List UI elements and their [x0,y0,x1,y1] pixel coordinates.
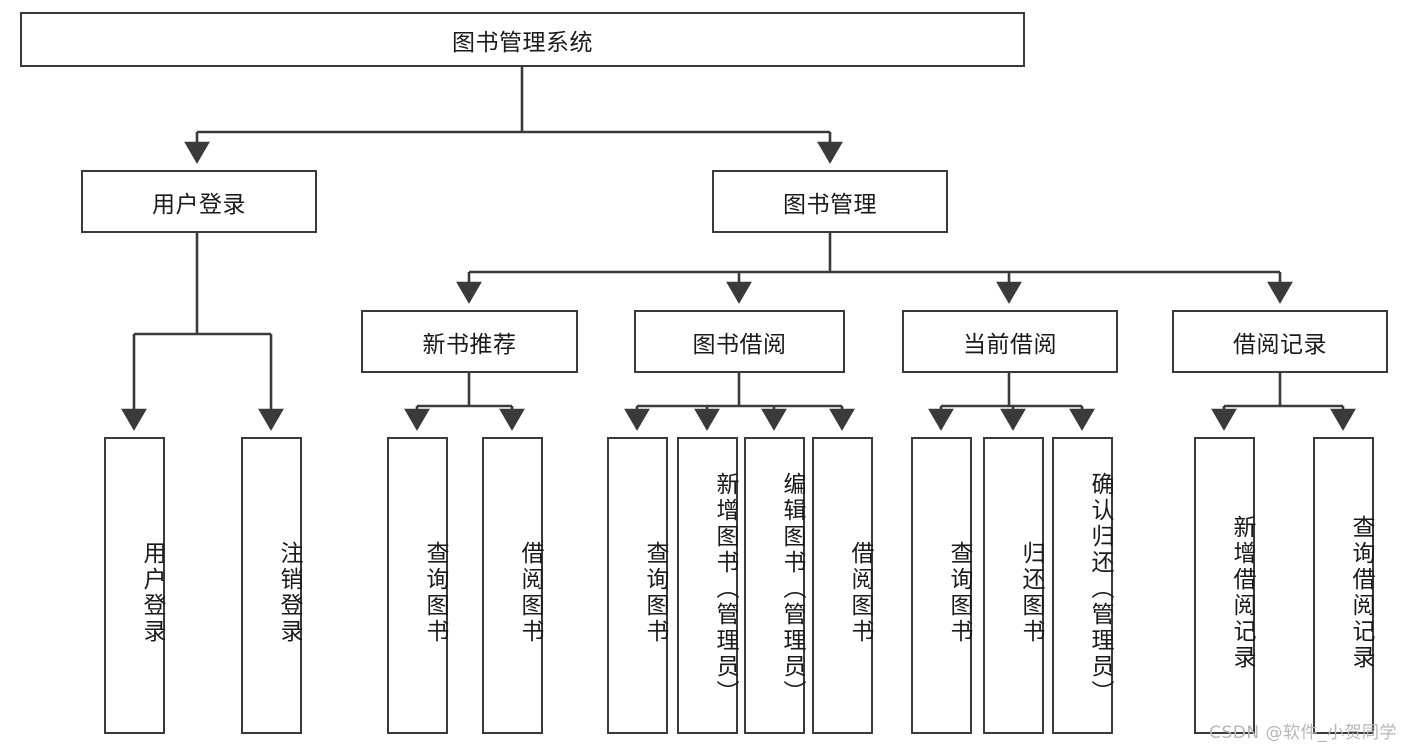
node-book-management[interactable]: 图书管理 [712,170,948,233]
leaf-user-login-login[interactable]: 用户登录 [104,437,165,734]
leaf-borrow-add-book-admin[interactable]: 新增图书（管理员） [677,437,738,734]
node-book-borrow[interactable]: 图书借阅 [634,310,845,373]
leaf-new-book-query[interactable]: 查询图书 [387,437,448,734]
leaf-current-confirm-return-admin[interactable]: 确认归还（管理员） [1052,437,1113,734]
leaf-record-add-record[interactable]: 新增借阅记录 [1194,437,1255,734]
leaf-record-query-record[interactable]: 查询借阅记录 [1313,437,1374,734]
node-current-borrow[interactable]: 当前借阅 [902,310,1118,373]
leaf-borrow-query-book[interactable]: 查询图书 [607,437,668,734]
node-user-login[interactable]: 用户登录 [81,170,317,233]
node-root[interactable]: 图书管理系统 [20,12,1025,67]
leaf-borrow-borrow-book[interactable]: 借阅图书 [812,437,873,734]
leaf-user-login-logout[interactable]: 注销登录 [241,437,302,734]
node-borrow-record[interactable]: 借阅记录 [1172,310,1388,373]
leaf-borrow-edit-book-admin[interactable]: 编辑图书（管理员） [744,437,805,734]
leaf-new-book-borrow[interactable]: 借阅图书 [482,437,543,734]
node-new-book-recommend[interactable]: 新书推荐 [361,310,578,373]
leaf-current-query-book[interactable]: 查询图书 [911,437,972,734]
leaf-current-return-book[interactable]: 归还图书 [983,437,1044,734]
watermark-credit: CSDN @软件_小贺同学 [1209,723,1397,743]
